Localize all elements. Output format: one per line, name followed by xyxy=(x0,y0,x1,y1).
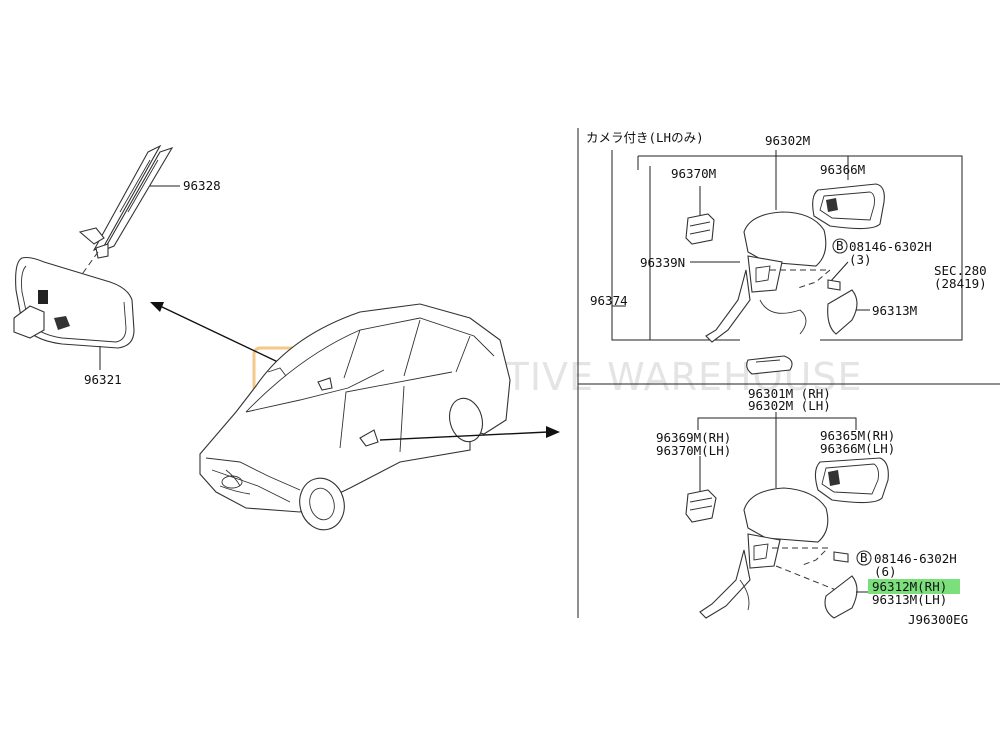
upper-mirror-panel: カメラ付き(LHのみ) 96302M 96370M 96366M xyxy=(586,130,987,375)
bracket-assembly xyxy=(638,155,963,341)
bolt-marker-circle-upper xyxy=(832,238,848,254)
mirror-motor-drawing-upper xyxy=(685,213,715,245)
rearview-mirror-group: 96328 96321 xyxy=(13,144,221,387)
label-bolt-lower: 08146-6302H xyxy=(874,551,957,566)
bolt-marker-upper: B xyxy=(836,238,844,253)
bolt-drawing-lower xyxy=(833,551,849,563)
label-96312m: 96312M(RH) xyxy=(872,579,947,594)
dash-lower-1 xyxy=(772,547,830,567)
label-96321: 96321 xyxy=(84,372,122,387)
label-96313m-upper: 96313M xyxy=(872,303,917,318)
label-96366m-upper: 96366M xyxy=(820,162,865,177)
mirror-motor-drawing-lower xyxy=(685,489,717,523)
bracket-camera xyxy=(611,150,740,341)
mirror-glass-drawing-upper xyxy=(812,183,885,230)
label-96302m-lower: 96302M (LH) xyxy=(748,398,831,413)
label-96370m-lower: 96370M(LH) xyxy=(656,443,731,458)
label-sec-a: SEC.280 xyxy=(934,263,987,278)
label-camera-note: カメラ付き(LHのみ) xyxy=(586,130,704,145)
lower-mirror-panel: 96301M (RH) 96302M (LH) 96369M(RH) 96370… xyxy=(656,386,960,619)
label-96302m-upper: 96302M xyxy=(765,133,810,148)
bolt-marker-circle-lower xyxy=(856,550,872,566)
label-96374: 96374 xyxy=(590,293,628,308)
diagram-code: J96300EG xyxy=(908,612,968,627)
bracket-lower xyxy=(697,417,857,430)
dash-lower-2 xyxy=(775,565,837,591)
bolt-drawing-upper xyxy=(827,279,841,291)
label-bolt-upper: 08146-6302H xyxy=(849,239,932,254)
label-96328: 96328 xyxy=(183,178,221,193)
label-96301m-lower: 96301M (RH) xyxy=(748,386,831,401)
rearview-mirror-drawing xyxy=(13,256,135,349)
label-96339n: 96339N xyxy=(640,255,685,270)
mirror-housing-drawing-upper xyxy=(705,211,827,343)
mirror-cover-drawing-upper xyxy=(827,289,858,335)
camera-mount-drawing xyxy=(746,355,793,375)
sedan-drawing xyxy=(199,303,511,531)
mirror-cover-strip-drawing xyxy=(78,144,174,259)
arrow-to-door-mirror xyxy=(379,426,560,441)
highlight-96312m xyxy=(868,579,960,594)
dash-upper-1 xyxy=(770,269,832,289)
mirror-glass-drawing-lower xyxy=(814,457,889,504)
bolt-marker-lower: B xyxy=(860,550,868,565)
mirror-housing-drawing-lower xyxy=(699,487,829,619)
mirror-cover-drawing-lower xyxy=(824,575,858,619)
label-bolt-qty-lower: (6) xyxy=(874,564,897,579)
label-96370m-upper: 96370M xyxy=(671,166,716,181)
label-96365m: 96365M(RH) xyxy=(820,428,895,443)
label-96366m-lower: 96366M(LH) xyxy=(820,441,895,456)
label-96313m-lower: 96313M(LH) xyxy=(872,592,947,607)
label-sec-b: (28419) xyxy=(934,276,987,291)
label-96369m: 96369M(RH) xyxy=(656,430,731,445)
label-bolt-qty-upper: (3) xyxy=(849,252,872,267)
